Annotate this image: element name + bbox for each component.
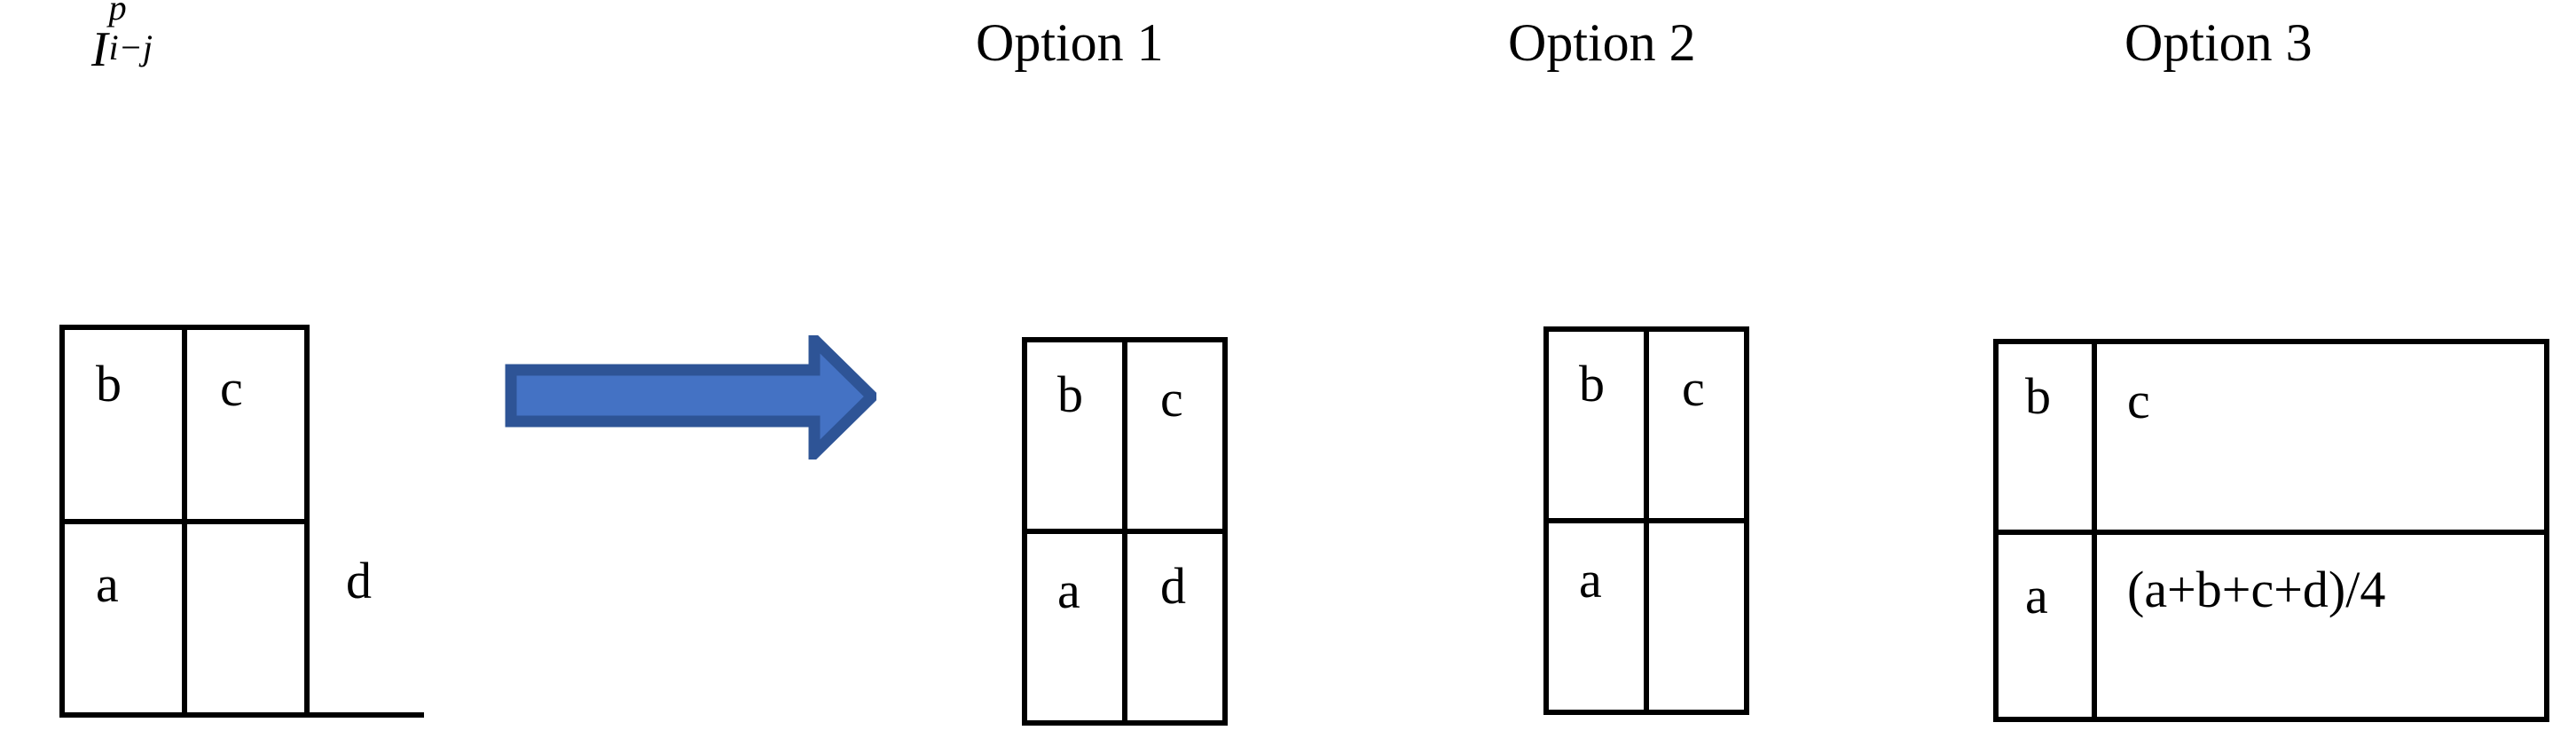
option1-cell-top-left: b [1057, 365, 1083, 423]
source-center-rule [182, 325, 187, 718]
operator-subscript: i−j [108, 27, 153, 68]
option3-top-rule [1993, 339, 2549, 344]
source-right-rule [304, 325, 310, 718]
option1-right-rule [1222, 337, 1228, 726]
option1-left-rule [1022, 337, 1027, 726]
option2-right-rule [1744, 326, 1749, 715]
option1-cell-bottom-left: a [1057, 562, 1080, 619]
option3-middle-rule [1993, 530, 2549, 535]
source-cell-top-left: b [96, 355, 122, 412]
operator-superscript: p [108, 0, 127, 27]
option2-cell-top-right: c [1682, 359, 1705, 417]
option1-cell-top-right: c [1160, 370, 1183, 428]
transform-arrow [505, 335, 876, 459]
header-option-2: Option 2 [1508, 13, 1696, 72]
option3-left-rule [1993, 339, 1999, 722]
option2-cell-top-left: b [1579, 355, 1605, 412]
option3-right-rule [2544, 339, 2549, 722]
option3-cell-top-left: b [2025, 367, 2051, 425]
option3-cell-top-right: c [2127, 372, 2150, 429]
option2-center-rule [1644, 326, 1649, 715]
source-left-rule [59, 325, 65, 718]
operator-base: I [91, 22, 108, 77]
option3-cell-bottom-left: a [2025, 567, 2048, 624]
header-option-1: Option 1 [976, 13, 1164, 72]
source-bottom-rule [59, 712, 424, 718]
option1-cell-bottom-right: d [1160, 557, 1186, 615]
option2-left-rule [1543, 326, 1549, 715]
header-option-3: Option 3 [2124, 13, 2313, 72]
option2-cell-bottom-left: a [1579, 551, 1602, 609]
source-cell-top-right: c [220, 359, 243, 417]
option3-cell-bottom-right: (a+b+c+d)/4 [2127, 561, 2386, 618]
arrow-shape [505, 335, 876, 459]
option3-center-rule [2092, 339, 2097, 722]
option3-bottom-rule [1993, 717, 2549, 722]
source-cell-bottom-left: a [96, 555, 119, 613]
source-outside-label-d: d [346, 552, 372, 609]
option1-center-rule [1122, 337, 1127, 726]
